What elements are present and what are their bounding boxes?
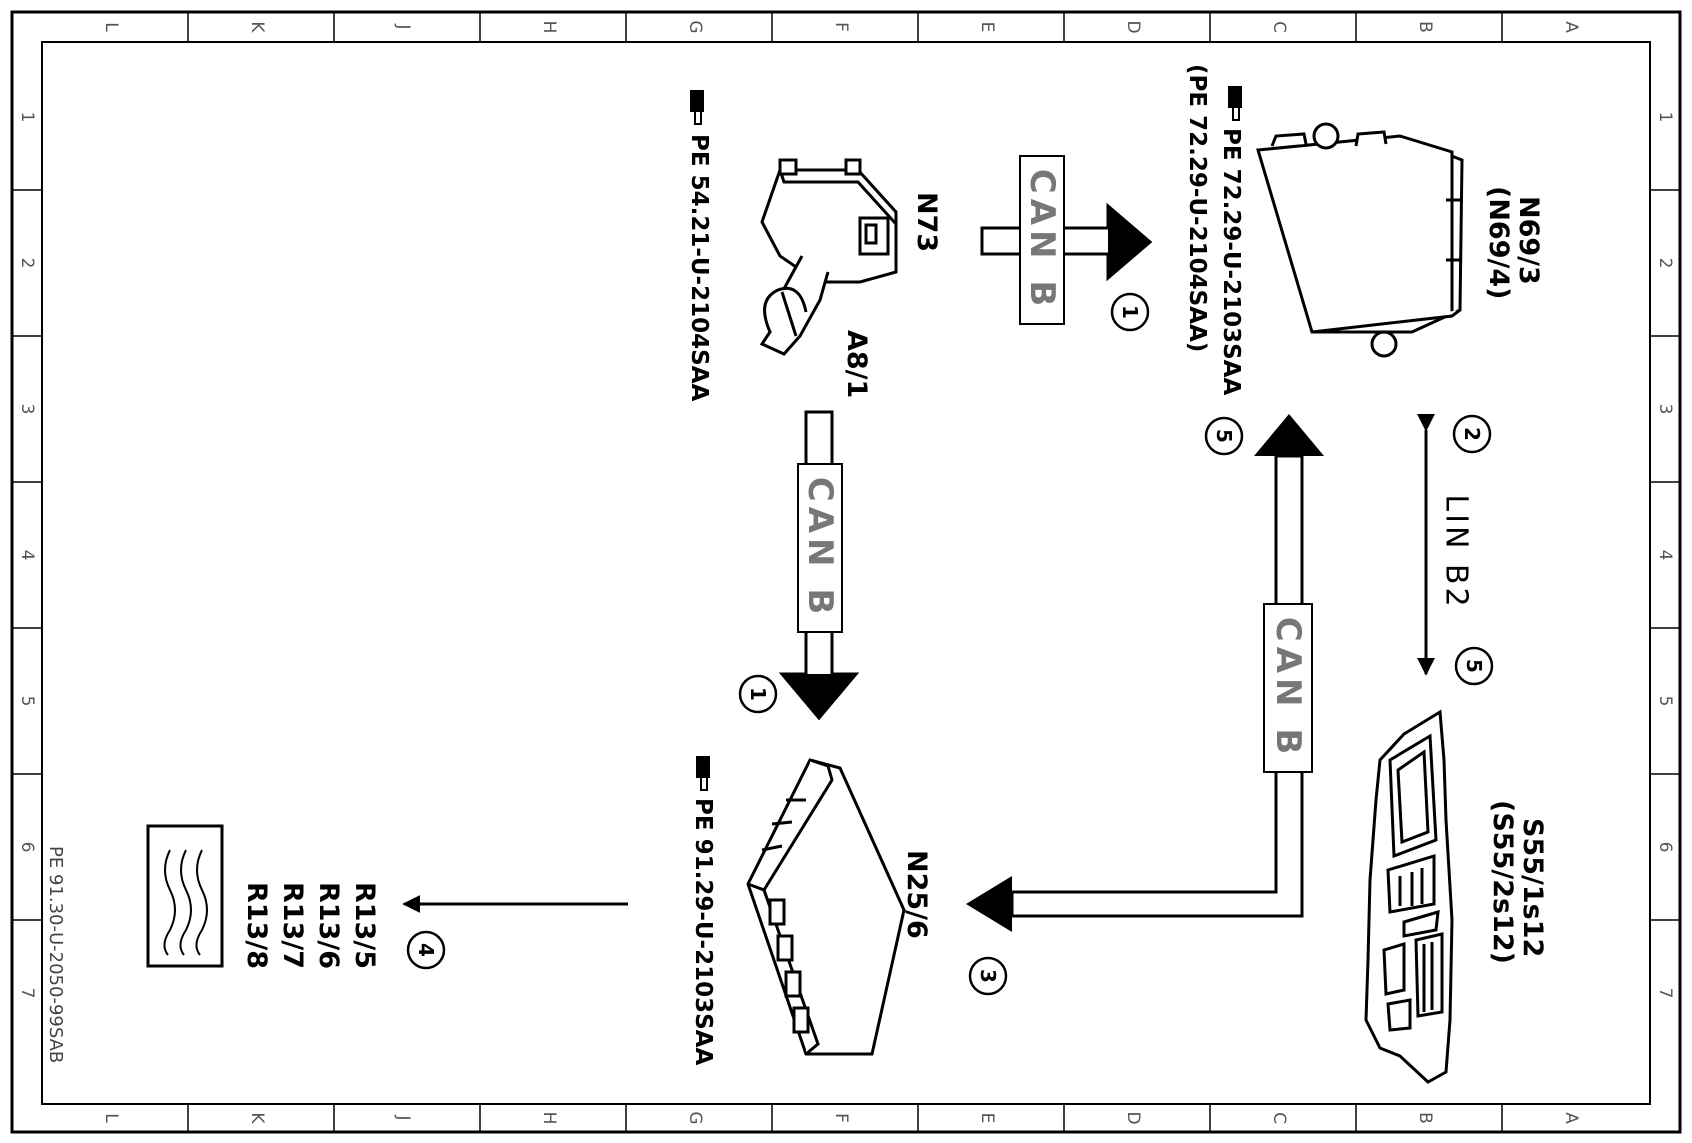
diagram-code: PE 91.30-U-2050-99SAB	[45, 846, 66, 1063]
marker-3-label: 3	[976, 969, 1000, 983]
n25-6-ref-label: PE 91.29-U-2103SAA	[690, 798, 716, 1065]
row-label: 1	[1655, 112, 1675, 123]
row-label: 7	[1655, 988, 1675, 999]
col-label: F	[831, 22, 851, 32]
marker-4: 4	[406, 930, 446, 970]
row-label: 6	[17, 842, 37, 853]
col-label: A	[1561, 1112, 1581, 1124]
row-label: 7	[17, 988, 37, 999]
col-label: K	[247, 21, 267, 33]
n69-4-label: (N69/4)	[1483, 186, 1514, 300]
can-b-top-connector: CAN B	[980, 155, 1153, 325]
n69-control-unit-icon	[1256, 122, 1464, 358]
col-label: B	[1415, 1112, 1435, 1124]
n73-ref-label: PE 54.21-U-2104SAA	[686, 134, 712, 401]
col-label: A	[1561, 21, 1581, 33]
can-b-top-label: CAN B	[1022, 169, 1062, 311]
row-label: 5	[1655, 696, 1675, 707]
row-labels-right: 1 2 3 4 5 6 7	[1655, 112, 1675, 999]
col-label: K	[247, 1112, 267, 1124]
col-label: J	[393, 1114, 413, 1120]
inner-frame	[41, 41, 1651, 1105]
outer-frame	[10, 10, 1682, 1134]
col-label: D	[1123, 1111, 1143, 1124]
marker-5-lin: 5	[1454, 646, 1494, 686]
row-label: 2	[17, 258, 37, 269]
col-label: C	[1269, 1112, 1289, 1124]
hand-pointer-icon	[696, 756, 710, 791]
n73-ref: PE 54.21-U-2104SAA	[686, 90, 712, 401]
s55-1s12-label: S55/1s12	[1517, 818, 1548, 957]
col-label: B	[1415, 21, 1435, 33]
n69-ref-alt-label: (PE 72.29-U-2104SAA)	[1184, 64, 1210, 352]
n73-ignition-switch-icon	[759, 158, 898, 356]
marker-1-mid-label: 1	[746, 687, 770, 701]
marker-2: 2	[1452, 414, 1492, 454]
r13-5-label: R13/5	[349, 882, 380, 969]
hand-pointer-icon	[1228, 86, 1242, 121]
row-label: 4	[1655, 550, 1675, 561]
hand-pointer-icon	[690, 90, 704, 125]
r13-heater-icon	[146, 824, 224, 968]
col-label: F	[831, 1113, 851, 1123]
col-label: E	[977, 1113, 997, 1124]
col-label: L	[101, 1113, 121, 1123]
col-label: D	[1123, 20, 1143, 33]
a8-1-label: A8/1	[841, 330, 872, 398]
r13-7-label: R13/7	[277, 882, 308, 969]
marker-1-mid: 1	[738, 674, 778, 714]
row-label: 6	[1655, 842, 1675, 853]
r13-6-label: R13/6	[313, 882, 344, 969]
n69-3-label: N69/3	[1513, 196, 1544, 285]
marker-5-lin-label: 5	[1462, 659, 1486, 673]
s55-2s12-label: (S55/2s12)	[1487, 800, 1518, 964]
marker-3: 3	[968, 956, 1008, 996]
marker-2-label: 2	[1460, 427, 1484, 441]
lin-b2-connector: LIN B2	[1417, 413, 1474, 676]
column-labels-top: L K J H G F E D C B A	[101, 20, 1581, 33]
can-b-mid-connector: CAN B	[778, 410, 860, 721]
row-label: 5	[17, 696, 37, 707]
col-label: L	[101, 22, 121, 32]
col-label: H	[539, 1112, 559, 1125]
row-labels-left: 1 2 3 4 5 6 7	[17, 112, 37, 999]
col-label: G	[685, 1111, 705, 1124]
s55-switch-panel-icon	[1364, 709, 1454, 1084]
grid-ticks	[12, 12, 1680, 1132]
col-label: G	[685, 20, 705, 33]
n69-ref-label: PE 72.29-U-2103SAA	[1218, 128, 1244, 395]
col-label: C	[1269, 21, 1289, 33]
n25-6-module-icon	[746, 758, 906, 1056]
column-labels-bottom: L K J H G F E D C B A	[101, 1111, 1581, 1124]
marker-4-label: 4	[414, 943, 438, 957]
col-label: E	[977, 22, 997, 33]
row-label: 2	[1655, 258, 1675, 269]
can-b-right-label: CAN B	[1268, 617, 1308, 759]
can-b-right-connector: CAN B	[966, 414, 1324, 932]
r13-8-label: R13/8	[241, 882, 272, 969]
n25-6-ref: PE 91.29-U-2103SAA	[690, 756, 716, 1065]
col-label: H	[539, 21, 559, 34]
col-label: J	[393, 23, 413, 29]
n25-6-label: N25/6	[901, 850, 932, 939]
row-label: 1	[17, 112, 37, 123]
can-b-mid-label: CAN B	[800, 477, 840, 619]
marker-1-top: 1	[1110, 292, 1150, 332]
row-label: 3	[1655, 404, 1675, 415]
marker-1-top-label: 1	[1118, 305, 1142, 319]
row-label: 4	[17, 550, 37, 561]
lin-b2-label: LIN B2	[1439, 494, 1474, 609]
n73-label: N73	[911, 192, 942, 252]
marker-5-top: 5	[1204, 416, 1244, 456]
row-label: 3	[17, 404, 37, 415]
marker-5-top-label: 5	[1212, 429, 1236, 443]
n69-ref: PE 72.29-U-2103SAA (PE 72.29-U-2104SAA)	[1184, 64, 1244, 395]
